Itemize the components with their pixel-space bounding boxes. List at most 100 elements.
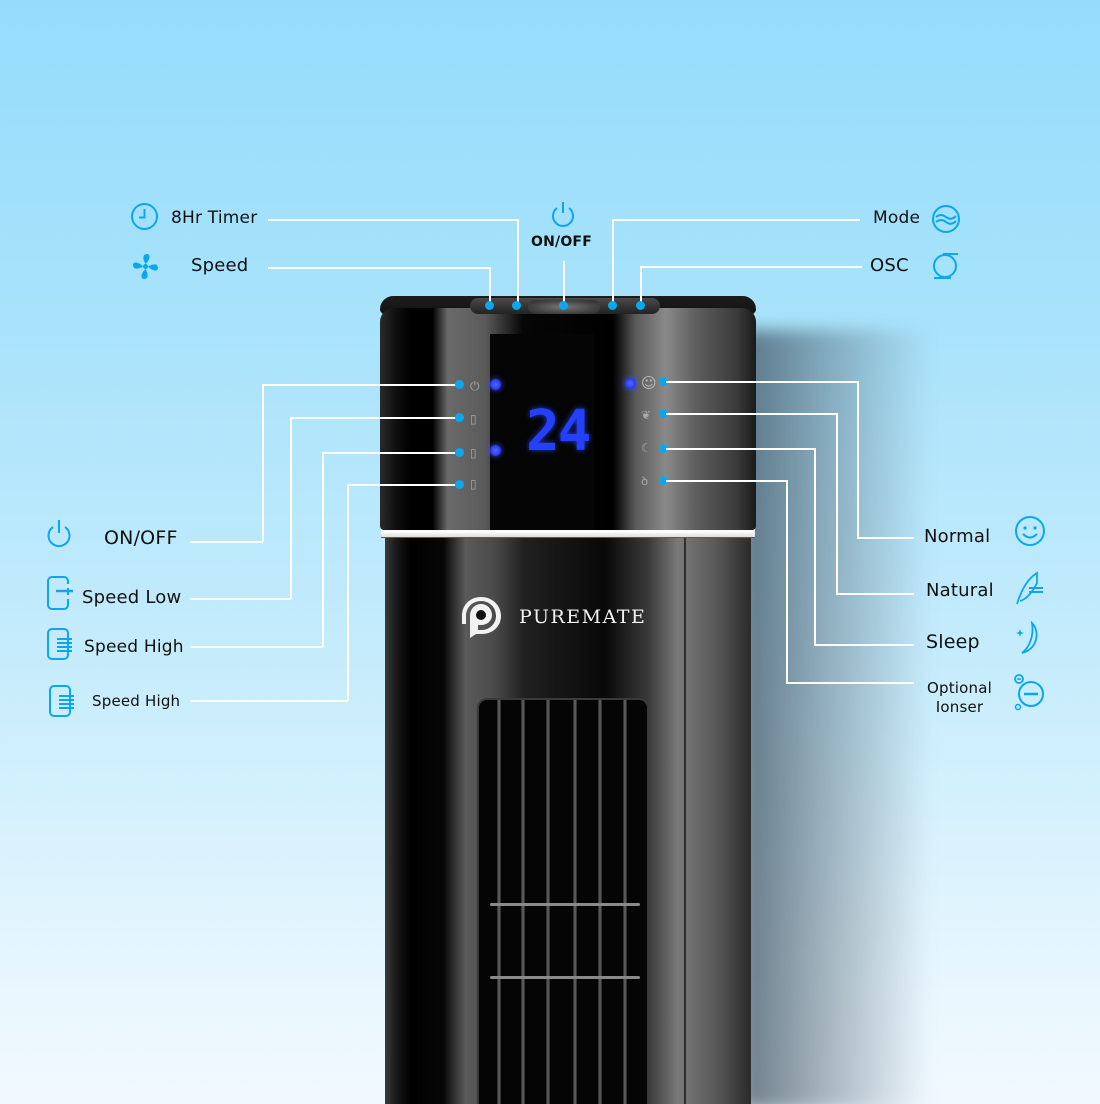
callout-dot [659,377,668,386]
callout-line [322,452,324,647]
panel-normal-icon[interactable]: ☺ [641,374,657,392]
callout-line [612,219,860,221]
power-label: ON/OFF [531,234,592,250]
callout-line [612,219,614,305]
callout-line [347,484,458,486]
callout-line [814,644,914,646]
callout-dot [455,413,464,422]
speed-low-icon [46,575,74,611]
ionizer-label: Optional Ionser [927,679,992,717]
callout-dot [455,448,464,457]
air-outlet-grille [477,698,649,1104]
leaf-icon [1015,571,1045,605]
power-icon [46,518,72,548]
clock-icon [130,202,159,231]
mode-label: Mode [873,208,921,228]
callout-line [190,541,263,543]
indicator-led-power [490,379,501,390]
indicator-led-normal [625,378,636,389]
panel-sleep-icon[interactable]: ☾ [641,441,652,455]
speed-label: Speed [191,255,249,276]
timer-label: 8Hr Timer [171,208,258,228]
callout-line [290,417,458,419]
callout-dot [659,476,668,485]
panel-speed-high-icon[interactable]: ▯ [470,477,477,491]
callout-line [262,384,458,386]
led-display-value: 24 [526,402,591,462]
callout-line [347,484,349,701]
callout-dot [455,480,464,489]
grille-crossbar [490,903,640,906]
callout-dot [659,444,668,453]
fan-shadow [740,330,930,1104]
puremate-logo-icon [458,594,504,644]
moon-icon [1012,621,1042,655]
grille-slat [598,700,602,1104]
grille-slat [497,700,501,1104]
fan-icon [132,253,159,280]
led-display-panel [490,334,594,530]
callout-line [268,219,518,221]
callout-line [786,480,788,683]
grille-slat [623,700,627,1104]
power-icon [550,200,576,228]
callout-line [786,682,914,684]
smiley-icon [1014,515,1046,547]
callout-dot [559,301,568,310]
callout-line [814,448,816,645]
left-speed-high-2-label: Speed High [92,692,181,710]
callout-line [489,267,491,305]
callout-line [262,384,264,542]
panel-ionizer-icon[interactable]: ꝺ [641,474,649,488]
panel-natural-icon[interactable]: ❦ [641,408,652,422]
ionizer-label-line1: Optional [927,679,993,697]
left-power-label: ON/OFF [104,527,178,549]
natural-label: Natural [926,580,994,601]
callout-line [666,413,837,415]
osc-label: OSC [870,255,909,276]
callout-dot [512,301,521,310]
speed-high-icon [48,684,76,718]
callout-line [190,646,323,648]
callout-line [836,413,838,594]
callout-line [836,593,914,595]
callout-line [517,219,519,305]
panel-speed-mid-icon[interactable]: ▯ [470,446,477,460]
callout-line [666,480,787,482]
panel-speed-low-icon[interactable]: ▯ [470,412,477,426]
callout-line [666,448,815,450]
left-speed-low-label: Speed Low [82,587,182,608]
grille-slat [521,700,525,1104]
callout-line [640,266,862,268]
callout-line [268,267,490,269]
callout-line [190,700,348,702]
grille-slat [546,700,550,1104]
panel-power-icon[interactable]: ⏻ [470,379,480,393]
callout-dot [455,380,464,389]
callout-dot [485,301,494,310]
grille-crossbar [490,976,640,979]
callout-line [322,452,458,454]
oscillation-icon [931,251,961,281]
body-seam [684,538,686,1104]
callout-line [640,266,642,305]
callout-dot [608,301,617,310]
indicator-led-speed [490,445,501,456]
callout-line [563,261,565,305]
callout-dot [636,301,645,310]
body-seam [415,538,417,1104]
grille-slat [573,700,577,1104]
callout-line [857,381,859,538]
callout-line [857,537,914,539]
brand-name: PUREMATE [519,606,647,628]
speed-high-icon [46,627,74,661]
sleep-label: Sleep [926,631,980,653]
callout-line [290,417,292,599]
callout-line [190,598,291,600]
left-speed-high-label: Speed High [84,637,184,657]
wind-waves-icon [931,204,961,234]
callout-line [666,381,858,383]
ionizer-label-line2: Ionser [935,698,984,716]
normal-label: Normal [924,526,991,547]
ionizer-icon [1012,673,1046,713]
